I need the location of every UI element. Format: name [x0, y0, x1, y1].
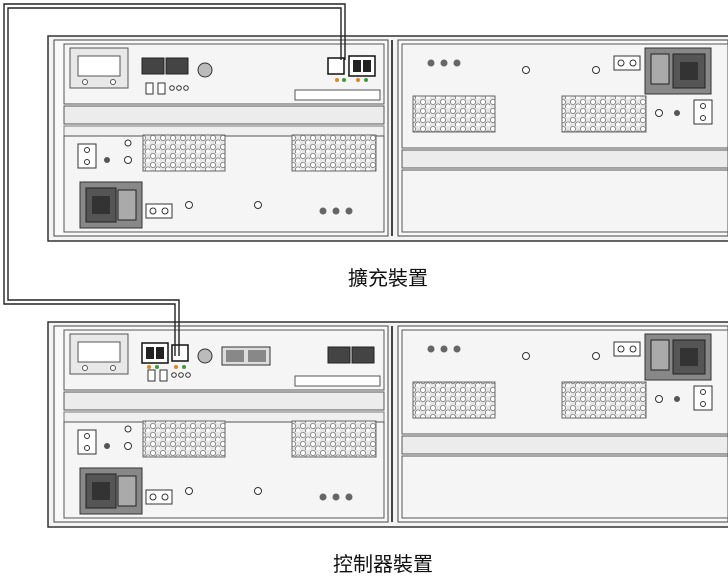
power-socket-icon — [85, 187, 117, 223]
expansion-unit-caption: 擴充裝置 — [348, 266, 428, 290]
power-switch-icon — [117, 189, 137, 221]
fan-grille-icon — [142, 134, 226, 172]
sas-port-icon — [141, 342, 189, 364]
ethernet-port-icon — [221, 346, 271, 366]
controller-unit — [47, 321, 728, 528]
controller-unit-caption: 控制器裝置 — [333, 552, 433, 576]
sas-port-icon — [327, 55, 376, 77]
expansion-unit — [47, 35, 728, 242]
sas-port-icon — [141, 57, 189, 75]
status-led-icon — [335, 78, 339, 82]
sas-cable — [3, 3, 346, 356]
